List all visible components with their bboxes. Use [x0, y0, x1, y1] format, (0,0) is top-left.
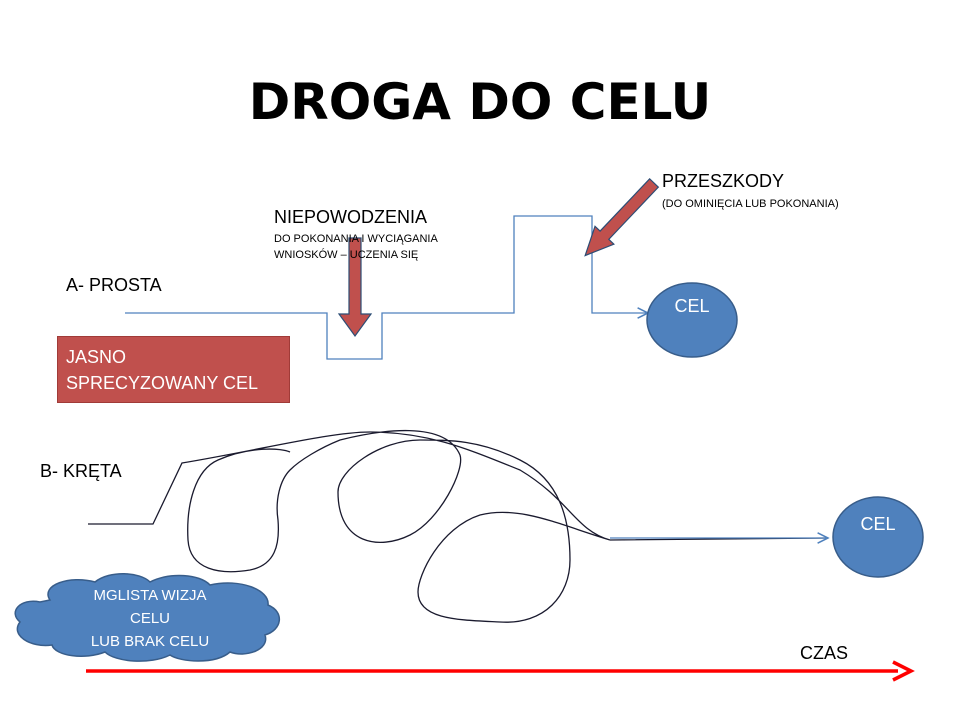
failures-note-line1: DO POKONANIA I WYCIĄGANIA: [274, 233, 438, 245]
failures-arrow: [337, 237, 373, 338]
path-a-line: [125, 215, 648, 360]
time-arrow-head: [892, 660, 915, 682]
failures-heading: NIEPOWODZENIA: [274, 207, 428, 227]
goal-b-circle: [832, 496, 924, 578]
obstacles-heading: PRZESZKODY: [662, 171, 785, 191]
clear-goal-box: JASNO SPRECYZOWANY CEL: [57, 336, 290, 403]
obstacles-arrow: [584, 178, 660, 257]
vague-vision-line3: LUB BRAK CELU: [90, 633, 210, 650]
path-b-label: B- KRĘTA: [40, 461, 122, 481]
goal-a-circle: [646, 282, 738, 358]
goal-b-label: CEL: [860, 514, 896, 534]
failures-note-line2: WNIOSKÓW – UCZENIA SIĘ: [274, 249, 419, 261]
obstacles-note: (DO OMINIĘCIA LUB POKONANIA): [662, 198, 839, 210]
time-label: CZAS: [800, 643, 849, 663]
vague-vision-line2: CELU: [129, 610, 170, 627]
page-title: DROGA DO CELU: [248, 73, 712, 131]
clear-goal-line2: SPRECYZOWANY CEL: [66, 373, 259, 393]
clear-goal-line1: JASNO: [66, 347, 127, 367]
vague-vision-line1: MGLISTA WIZJA: [93, 587, 207, 604]
vague-vision-cloud: [14, 573, 280, 662]
vague-vision-text: MGLISTA WIZJA CELU LUB BRAK CELU: [40, 584, 260, 653]
path-a-label: A- PROSTA: [66, 275, 162, 295]
goal-a-label: CEL: [674, 296, 710, 316]
